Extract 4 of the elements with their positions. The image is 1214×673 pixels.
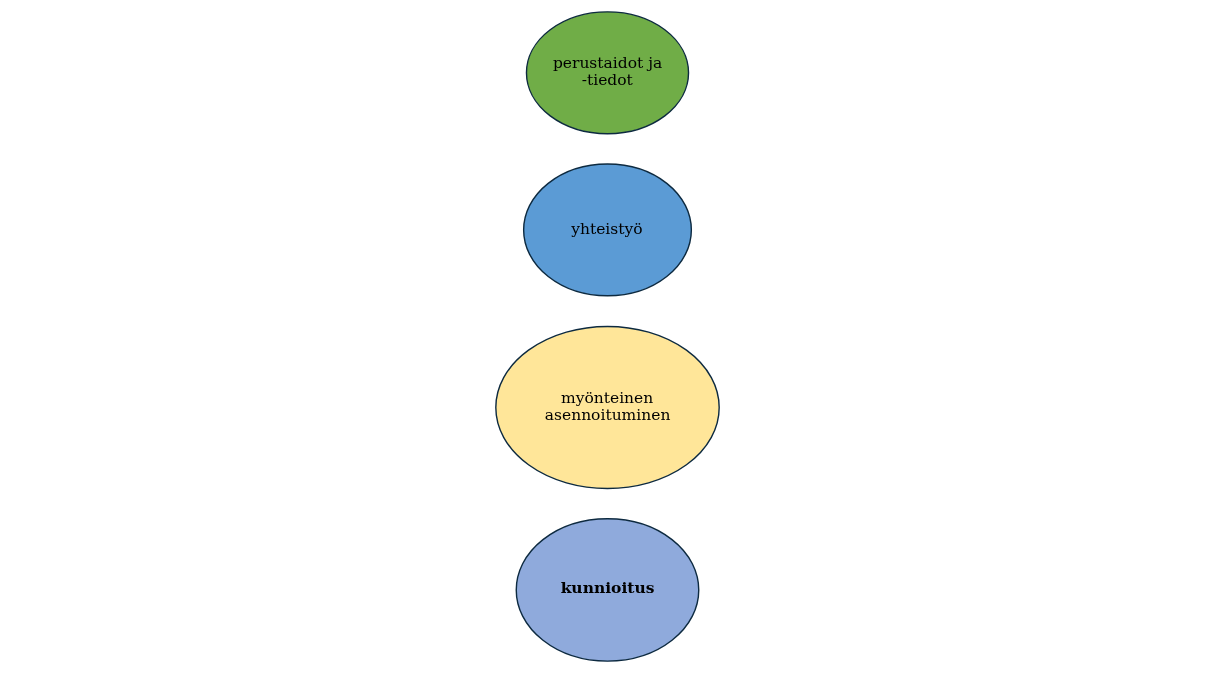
node-ellipse: yhteistyö [522, 163, 692, 297]
node-ellipse: myönteinen asennoituminen [494, 325, 720, 490]
node-ellipse: kunnioitus [515, 518, 699, 662]
node-ellipse: perustaidot ja -tiedot [525, 11, 689, 135]
